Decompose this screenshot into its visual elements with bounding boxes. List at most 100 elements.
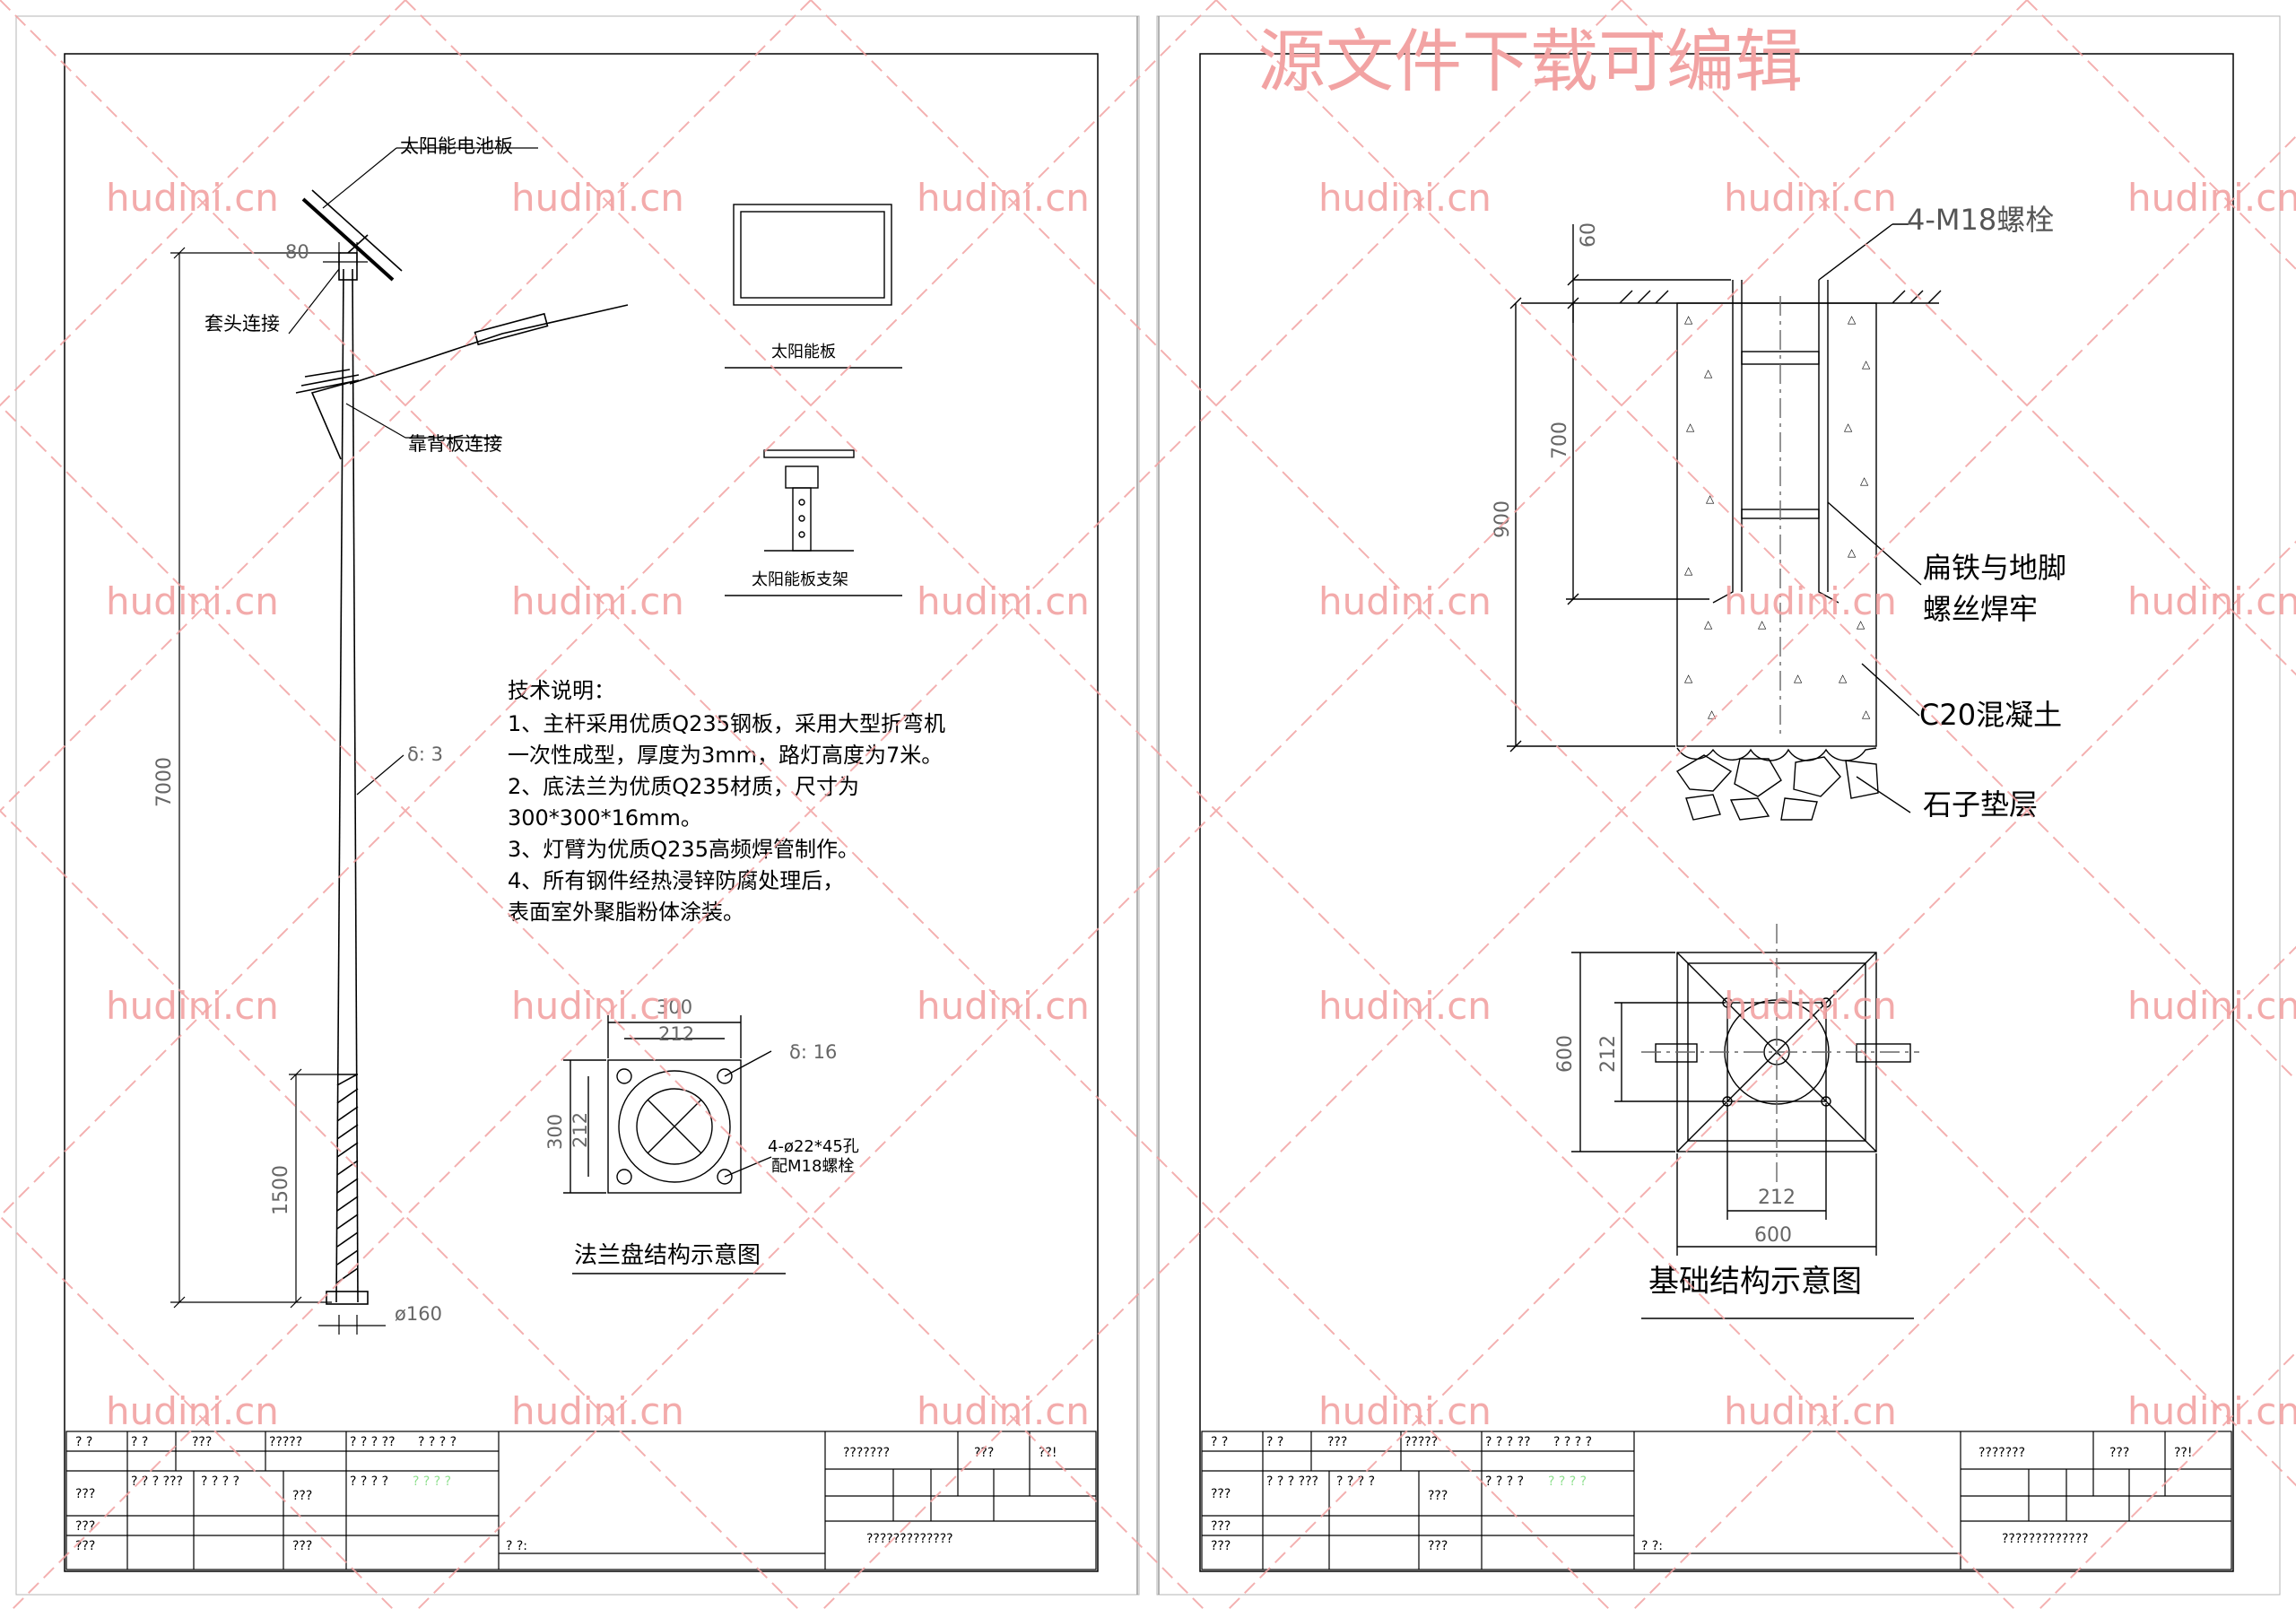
svg-text:△: △ <box>1706 492 1715 505</box>
tb-cell: ??? <box>292 1489 312 1503</box>
label-weld-1: 扁铁与地脚 <box>1923 551 2066 585</box>
watermark-line <box>2039 1351 2296 1609</box>
watermark-text: hudini.cn <box>917 579 1090 623</box>
watermark-line <box>1633 945 2296 1609</box>
plan-dim-212-v: 212 <box>1597 1035 1620 1073</box>
watermark-text: hudini.cn <box>1724 1389 1897 1433</box>
watermark-text: hudini.cn <box>2127 176 2296 220</box>
tb-cell: ??? <box>1211 1487 1231 1501</box>
notes-title: 技术说明： <box>508 678 615 703</box>
tb-cell: ? ? ? ? <box>1548 1474 1587 1489</box>
svg-text:△: △ <box>1844 421 1853 433</box>
watermark-line <box>417 0 2028 1609</box>
watermark-line <box>0 0 812 813</box>
tb-cell: ? ? <box>75 1435 92 1449</box>
tb-cell: ????? <box>269 1435 302 1449</box>
svg-text:△: △ <box>1704 367 1713 379</box>
flange-holes-1: 4-ø22*45孔 <box>768 1137 859 1156</box>
dim-top: 60 <box>1578 222 1600 248</box>
watermark-line <box>1215 0 2296 1082</box>
tb-cell: ????????????? <box>2002 1532 2089 1546</box>
watermark-line <box>1621 0 2296 676</box>
watermark-text: hudini.cn <box>1318 579 1492 623</box>
title-block-right <box>1201 1431 2232 1570</box>
svg-text:△: △ <box>1848 546 1857 559</box>
tb-cell: ? ? ? ??? <box>1266 1474 1318 1489</box>
label-concrete: C20混凝土 <box>1919 698 2062 732</box>
technical-notes: 技术说明： 1、主杆采用优质Q235钢板，采用大型折弯机 一次性成型，厚度为3m… <box>508 678 945 925</box>
svg-text:△: △ <box>1848 313 1857 326</box>
svg-text:△: △ <box>1708 708 1717 720</box>
watermark-text: hudini.cn <box>2127 579 2296 623</box>
tb-cell: ??? <box>1428 1539 1448 1553</box>
concrete-aggregate: △△△ △△△ △△△ △△△ △△△ △△△ <box>1684 313 1871 720</box>
svg-text:△: △ <box>1686 421 1695 433</box>
watermark-text: hudini.cn <box>1724 579 1897 623</box>
svg-text:△: △ <box>1684 313 1693 326</box>
flange-plan <box>563 1015 786 1274</box>
plan-dim-212-h: 212 <box>1758 1187 1796 1209</box>
watermark-line <box>0 809 799 1609</box>
flange-holes-2: 配M18螺栓 <box>771 1157 854 1176</box>
dim-900: 900 <box>1492 500 1514 538</box>
tb-cell: ??? <box>75 1487 95 1501</box>
watermark-line <box>0 1214 394 1609</box>
watermark-text: hudini.cn <box>1724 984 1897 1028</box>
note-line: 3、灯臂为优质Q235高频焊管制作。 <box>508 837 859 862</box>
dim-diameter: ø160 <box>395 1303 442 1325</box>
tb-cell: ??????? <box>843 1446 890 1460</box>
watermark-text: hudini.cn <box>511 176 684 220</box>
tb-cell: ? ? ? ? <box>413 1474 451 1489</box>
watermark-line <box>0 404 1205 1609</box>
note-line: 300*300*16mm。 <box>508 805 702 831</box>
label-weld-2: 螺丝焊牢 <box>1923 592 2038 626</box>
pole-labels: 太阳能电池板 套头连接 靠背板连接 80 δ: 3 ø160 <box>204 135 513 1325</box>
tb-cell: ? ? ? ?? <box>1485 1435 1531 1449</box>
tb-cell: ? ? <box>131 1435 148 1449</box>
tb-cell: ? ? ? ? <box>1485 1474 1524 1489</box>
svg-text:△: △ <box>1704 618 1713 631</box>
flange-title: 法兰盘结构示意图 <box>574 1242 761 1269</box>
tb-cell: ??? <box>2109 1446 2129 1460</box>
tb-cell: ????????????? <box>866 1532 953 1546</box>
note-line: 1、主杆采用优质Q235钢板，采用大型折弯机 <box>508 711 945 736</box>
note-line: 表面室外聚脂粉体涂装。 <box>508 900 744 925</box>
watermark-line <box>0 0 1610 1609</box>
flange-dim-inner-h: 212 <box>570 1112 591 1148</box>
title-block-left-text: ? ? ? ? ??? ????? ? ? ? ?? ? ? ? ? ?????… <box>75 1435 1057 1553</box>
title-block-right-text: ? ? ? ? ??? ????? ? ? ? ?? ? ? ? ? ?????… <box>1211 1435 2192 1553</box>
tb-cell: ??? <box>974 1446 994 1460</box>
label-bolts: 4-M18螺栓 <box>1907 203 2054 237</box>
svg-text:△: △ <box>1794 672 1803 684</box>
plan-dim-600-v: 600 <box>1554 1035 1577 1073</box>
svg-text:△: △ <box>1862 708 1871 720</box>
tb-cell: ? ? ? ?? <box>350 1435 396 1449</box>
flange-thickness: δ: 16 <box>789 1041 837 1063</box>
svg-text:△: △ <box>1839 672 1848 684</box>
watermark-text: hudini.cn <box>106 984 279 1028</box>
label-gravel: 石子垫层 <box>1923 787 2038 822</box>
watermark-text: hudini.cn <box>511 984 684 1028</box>
dim-arm: 80 <box>285 241 309 263</box>
watermark-line <box>404 0 2015 1609</box>
detail-panel-title: 太阳能板 <box>771 343 836 361</box>
pole-dimensions <box>170 147 538 1335</box>
tb-cell: ? ? <box>1266 1435 1283 1449</box>
watermark-line <box>12 0 1622 1609</box>
tb-cell: ??? <box>1211 1519 1231 1534</box>
svg-text:△: △ <box>1684 564 1693 577</box>
foundation-plan <box>1571 924 1919 1319</box>
dim-height: 7000 <box>153 757 176 807</box>
foundation-plan-labels: 212 600 基础结构示意图 <box>1648 1187 1862 1300</box>
plan-dim-600-h: 600 <box>1754 1224 1792 1247</box>
tb-cell: ? ? ? ? <box>350 1474 388 1489</box>
svg-text:△: △ <box>1860 474 1869 487</box>
watermark-text: hudini.cn <box>106 176 279 220</box>
tb-cell: ??? <box>192 1435 212 1449</box>
sheet-frames <box>15 15 2281 1596</box>
watermark-text: hudini.cn <box>1724 176 1897 220</box>
tb-cell: ??? <box>75 1519 95 1534</box>
svg-text:△: △ <box>1684 672 1693 684</box>
watermark-text: hudini.cn <box>917 984 1090 1028</box>
